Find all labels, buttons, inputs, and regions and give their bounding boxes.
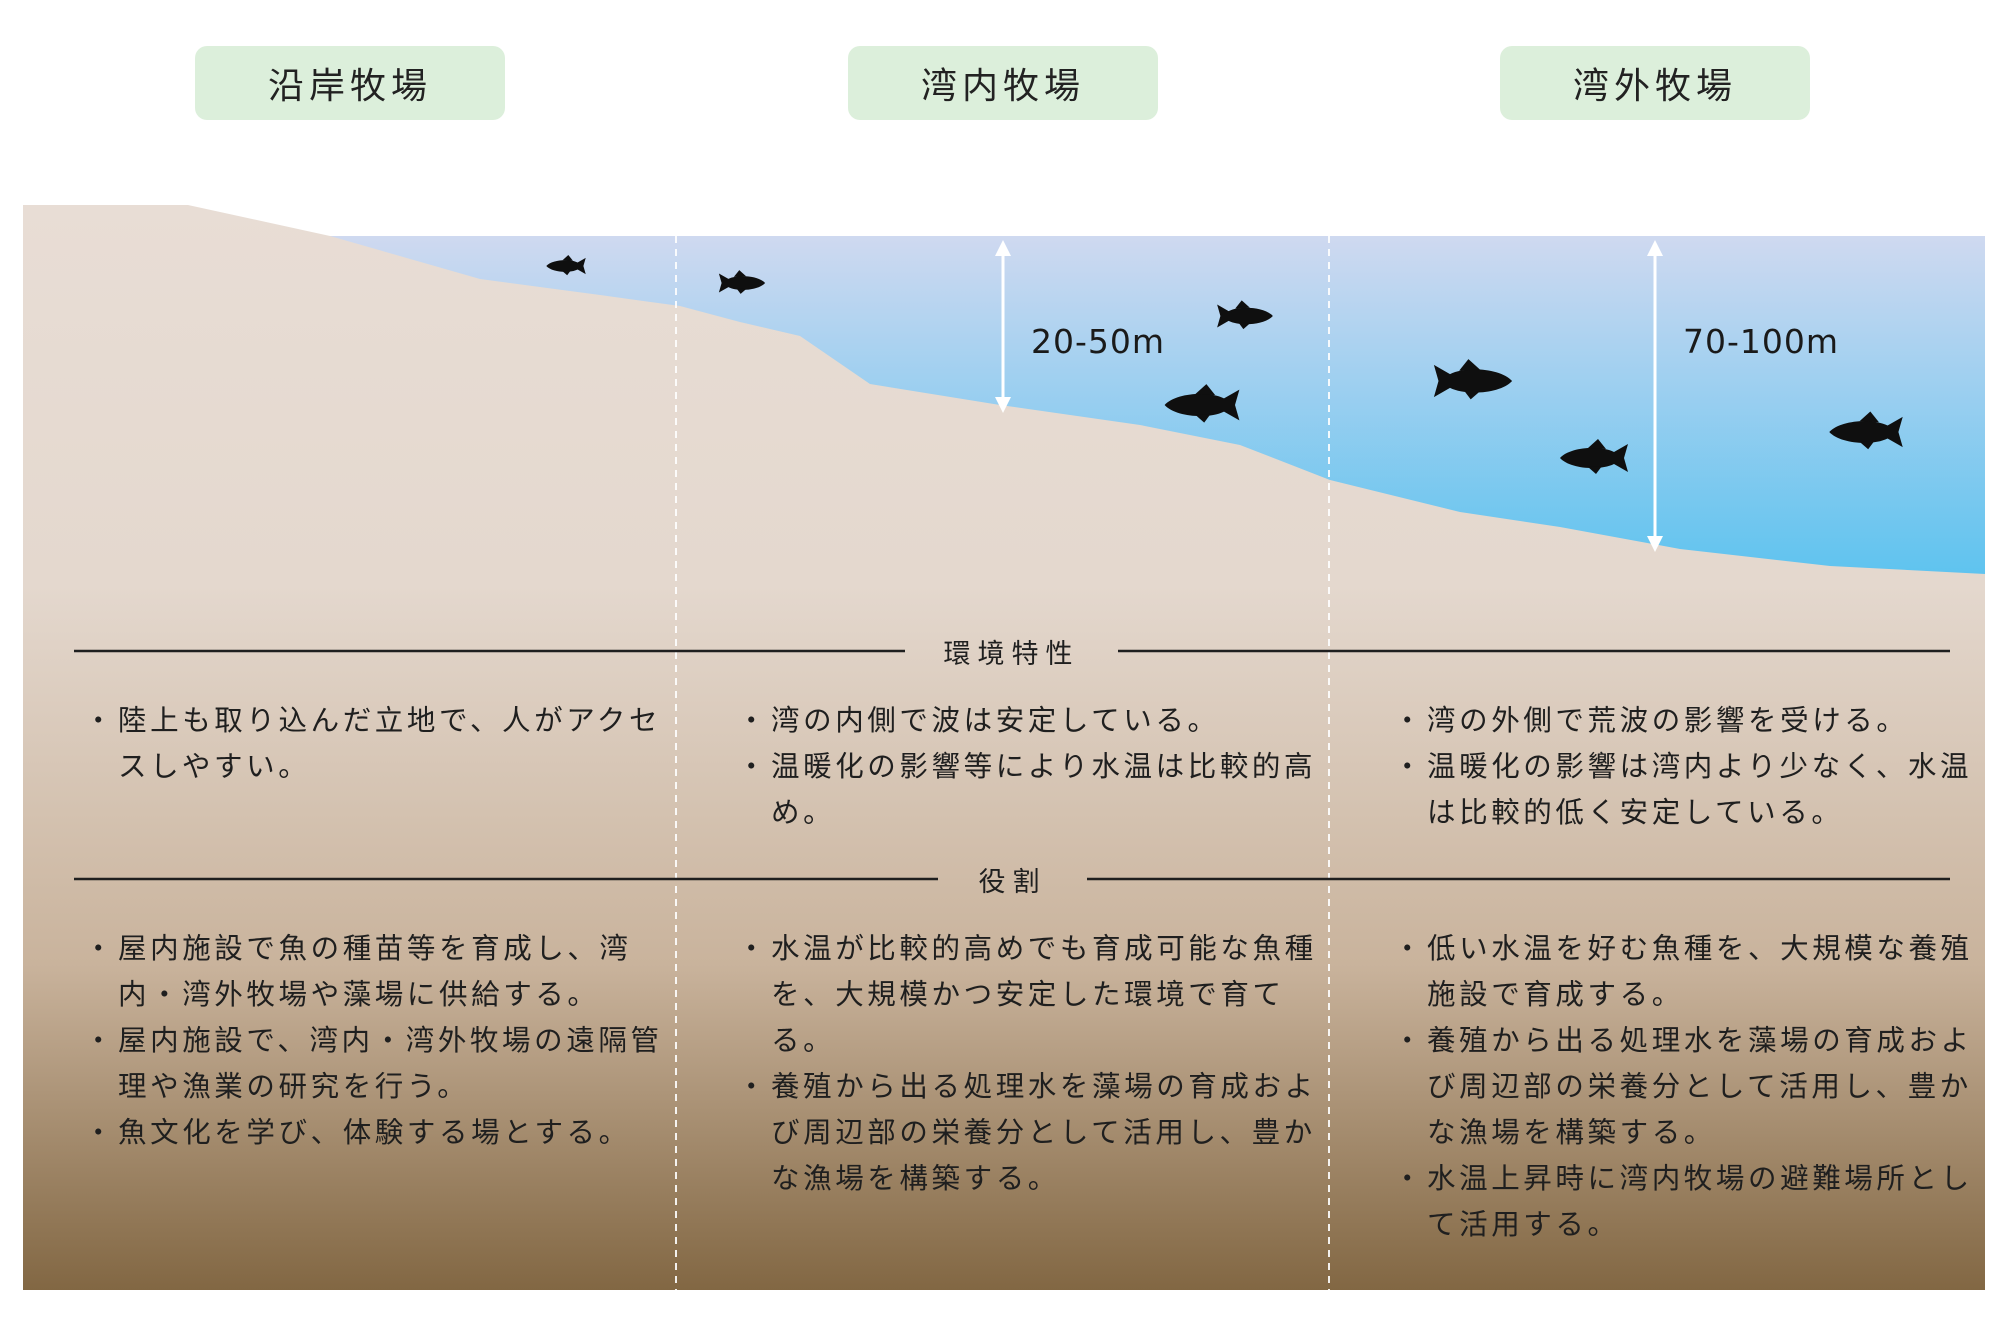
bullet-text: 屋内施設で魚の種苗等を育成し、湾内・湾外牧場や藻場に供給する。: [84, 926, 676, 1018]
environment-column-inner-bay: 湾の内側で波は安定している。 温暖化の影響等により水温は比較的高め。: [737, 698, 1329, 836]
bullet-text: 養殖から出る処理水を藻場の育成および周辺部の栄養分として活用し、豊かな漁場を構築…: [1393, 1018, 1985, 1156]
depth-label-inner-bay: 20-50m: [1031, 322, 1166, 361]
section-heading-environment: 環境特性: [943, 638, 1080, 670]
zone-title-outer-bay: 湾外牧場: [1500, 46, 1810, 120]
bullet-text: 湾の内側で波は安定している。: [737, 698, 1329, 744]
role-column-coastal: 屋内施設で魚の種苗等を育成し、湾内・湾外牧場や藻場に供給する。 屋内施設で、湾内…: [84, 926, 676, 1156]
bullet-text: 水温上昇時に湾内牧場の避難場所として活用する。: [1393, 1156, 1985, 1248]
bullet-text: 温暖化の影響は湾内より少なく、水温は比較的低く安定している。: [1393, 744, 1985, 836]
bullet-text: 水温が比較的高めでも育成可能な魚種を、大規模かつ安定した環境で育てる。: [737, 926, 1329, 1064]
double-arrow-icon: [1647, 240, 1663, 552]
depth-label-outer-bay: 70-100m: [1683, 322, 1840, 361]
bullet-text: 陸上も取り込んだ立地で、人がアクセスしやすい。: [84, 698, 676, 790]
environment-column-coastal: 陸上も取り込んだ立地で、人がアクセスしやすい。: [84, 698, 676, 790]
bullet-text: 屋内施設で、湾内・湾外牧場の遠隔管理や漁業の研究を行う。: [84, 1018, 676, 1110]
role-column-outer-bay: 低い水温を好む魚種を、大規模な養殖施設で育成する。 養殖から出る処理水を藻場の育…: [1393, 926, 1985, 1248]
role-column-inner-bay: 水温が比較的高めでも育成可能な魚種を、大規模かつ安定した環境で育てる。 養殖から…: [737, 926, 1329, 1202]
environment-column-outer-bay: 湾の外側で荒波の影響を受ける。 温暖化の影響は湾内より少なく、水温は比較的低く安…: [1393, 698, 1985, 836]
bullet-text: 温暖化の影響等により水温は比較的高め。: [737, 744, 1329, 836]
zone-title-inner-bay: 湾内牧場: [848, 46, 1158, 120]
bullet-text: 低い水温を好む魚種を、大規模な養殖施設で育成する。: [1393, 926, 1985, 1018]
section-heading-role: 役割: [978, 866, 1047, 898]
bullet-text: 養殖から出る処理水を藻場の育成および周辺部の栄養分として活用し、豊かな漁場を構築…: [737, 1064, 1329, 1202]
bullet-text: 湾の外側で荒波の影響を受ける。: [1393, 698, 1985, 744]
double-arrow-icon: [995, 240, 1011, 413]
zone-title-coastal: 沿岸牧場: [195, 46, 505, 120]
bullet-text: 魚文化を学び、体験する場とする。: [84, 1110, 676, 1156]
